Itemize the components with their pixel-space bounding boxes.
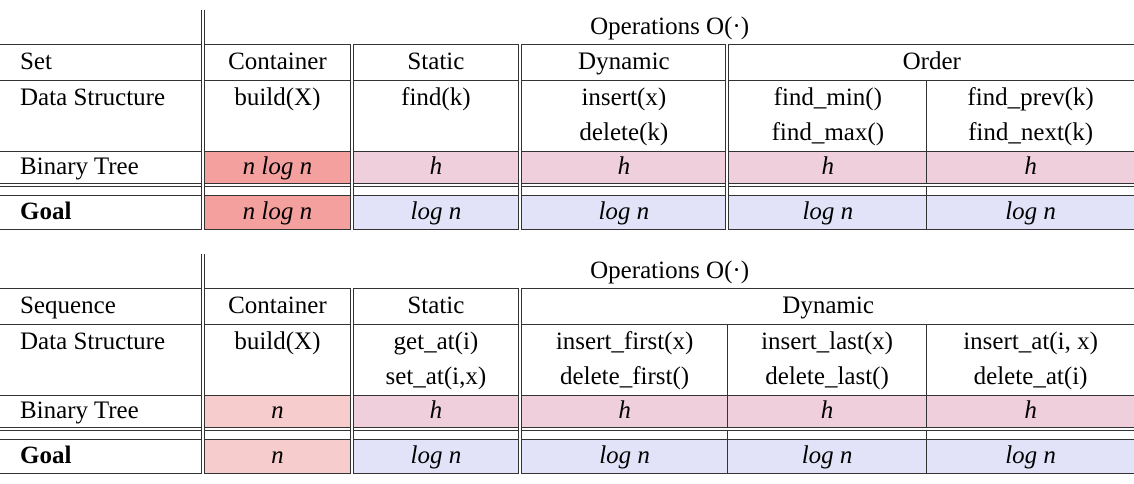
op-set-at: set_at(i,x) [349,359,521,395]
group-static: Static [349,44,521,80]
cost-cell: h [926,395,1134,429]
group-order: Order [725,44,1134,80]
group-static: Static [349,288,521,324]
operations-header: Operations O(·) [590,256,750,284]
goal-cell: log n [518,439,728,473]
op-delete: delete(k) [518,115,728,151]
group-dynamic: Dynamic [518,288,1134,324]
group-container: Container [228,292,327,319]
op-insert-last: insert_last(x) [726,324,927,360]
op-delete-first: delete_first() [518,359,728,395]
op-build: build(X) [234,84,321,111]
cost-cell: h [349,151,521,185]
cost-cell: h [926,151,1134,185]
goal-cell: log n [926,439,1134,473]
operations-header: Operations O(·) [590,12,750,40]
op-find-prev: find_prev(k) [926,80,1134,116]
cost-cell: n log n [203,151,352,185]
set-label: Set [0,44,206,80]
op-find: find(k) [349,80,521,116]
cost-cell: h [726,395,927,429]
op-find-max: find_max() [725,115,927,151]
cost-cell: n [203,395,352,429]
op-build: build(X) [234,328,321,355]
sequence-label: Sequence [0,288,206,324]
data-structure-label: Data Structure [0,324,206,360]
goal-cell: log n [349,439,521,473]
op-find-next: find_next(k) [926,115,1134,151]
goal-cell: log n [518,195,728,229]
goal-label: Goal [0,439,206,473]
op-insert-first: insert_first(x) [518,324,728,360]
set-data-structure-table: Operations O(·) Set Container Static Dyn… [0,10,1134,230]
op-delete-at: delete_at(i) [926,359,1134,395]
op-find-min: find_min() [725,80,927,116]
cost-cell: h [518,151,728,185]
goal-label: Goal [0,195,206,229]
data-structure-label: Data Structure [0,80,206,116]
goal-cell: n log n [203,195,352,229]
group-container: Container [228,48,327,75]
cost-cell: h [349,395,521,429]
cost-cell: h [725,151,927,185]
goal-cell: log n [349,195,521,229]
goal-cell: n [203,439,352,473]
goal-cell: log n [725,195,927,229]
binary-tree-label: Binary Tree [0,395,206,429]
goal-cell: log n [926,195,1134,229]
binary-tree-label: Binary Tree [0,151,206,185]
group-dynamic: Dynamic [518,44,728,80]
cost-cell: h [518,395,728,429]
op-insert: insert(x) [518,80,728,116]
sequence-data-structure-table: Operations O(·) Sequence Container Stati… [0,254,1134,474]
op-insert-at: insert_at(i, x) [926,324,1134,360]
op-delete-last: delete_last() [726,359,927,395]
goal-cell: log n [726,439,927,473]
op-get-at: get_at(i) [349,324,521,360]
